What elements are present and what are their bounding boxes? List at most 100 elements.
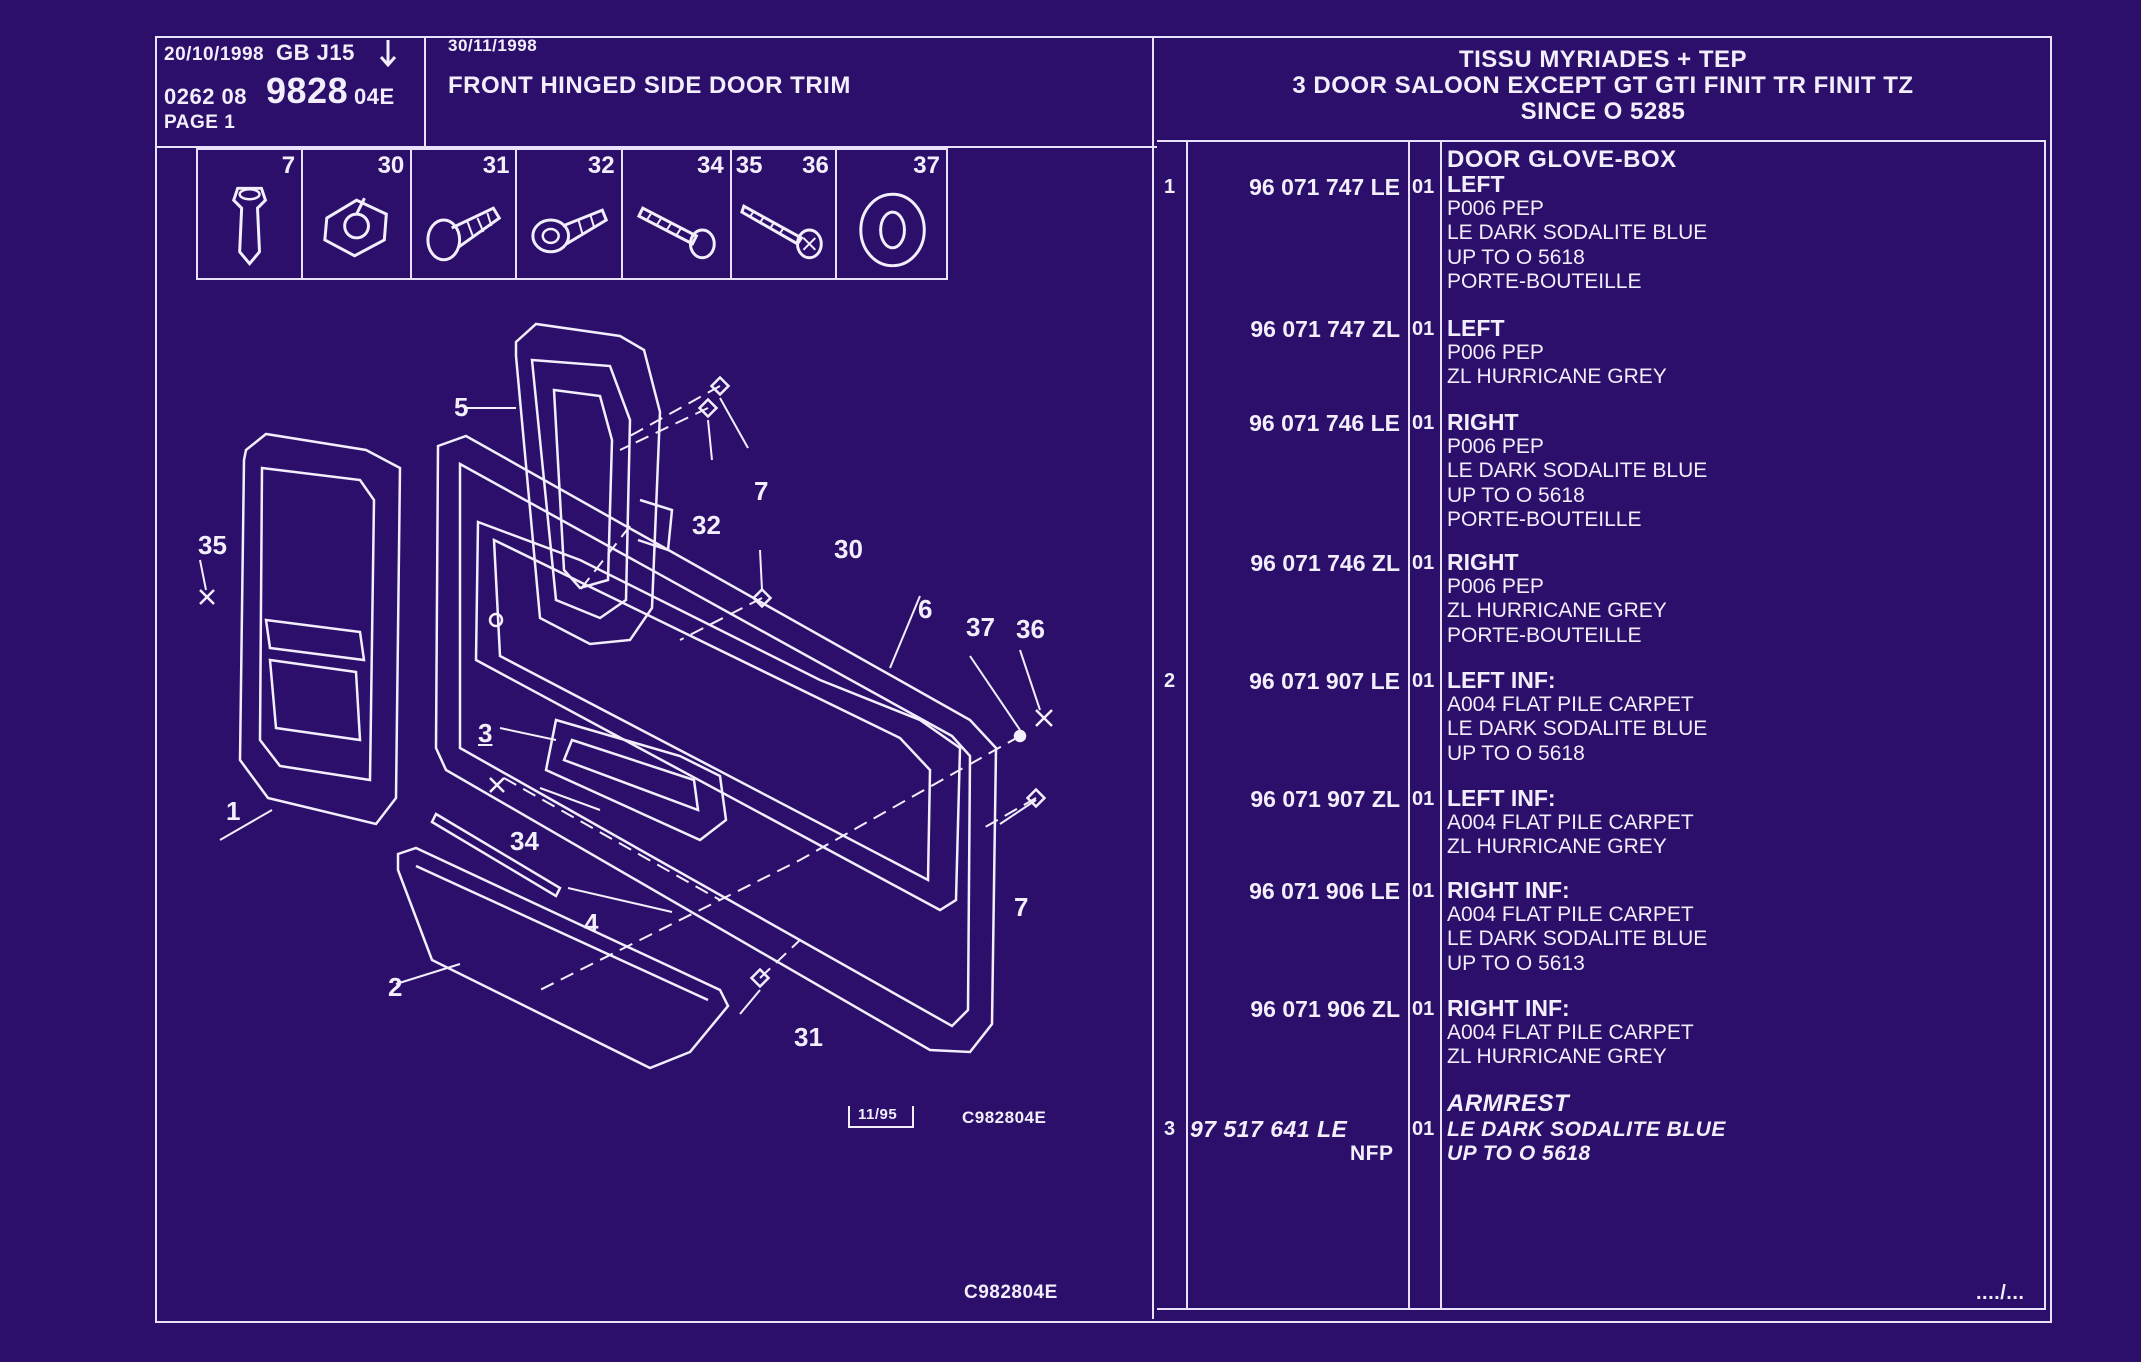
vehicle-line-1: TISSU MYRIADES + TEP bbox=[1458, 46, 1748, 73]
fastener-cell-31[interactable]: 31 bbox=[412, 150, 518, 278]
callout-7-top: 7 bbox=[754, 476, 769, 506]
callout-35: 35 bbox=[198, 530, 227, 560]
ref-number: 2 bbox=[1164, 670, 1176, 692]
vehicle-line-3: SINCE O 5285 bbox=[1520, 98, 1686, 125]
desc-line: A004 FLAT PILE CARPET bbox=[1447, 692, 1694, 716]
fastener-markers bbox=[199, 375, 1053, 989]
fastener-cell-34[interactable]: 34 bbox=[623, 150, 732, 278]
door-trim-exploded-diagram bbox=[199, 322, 1053, 1070]
desc-line: A004 FLAT PILE CARPET bbox=[1447, 1020, 1694, 1044]
fastener-number: 34 bbox=[697, 152, 724, 179]
callout-5: 5 bbox=[454, 392, 469, 422]
desc-line: RIGHT bbox=[1447, 549, 1519, 575]
part-number[interactable]: 96 071 746 ZL bbox=[1250, 550, 1400, 576]
gb-code: GB J15 bbox=[276, 40, 355, 65]
desc-line: LEFT bbox=[1447, 171, 1505, 197]
page-frame bbox=[155, 36, 2052, 1323]
part-description: RIGHT P006 PEP ZL HURRICANE GREY PORTE-B… bbox=[1447, 550, 1667, 648]
callout-31: 31 bbox=[794, 1022, 823, 1052]
desc-line: UP TO O 5618 bbox=[1447, 483, 1585, 507]
part-number[interactable]: 96 071 747 ZL bbox=[1250, 316, 1400, 342]
part-description: RIGHT P006 PEP LE DARK SODALITE BLUE UP … bbox=[1447, 410, 1707, 533]
desc-line: LE DARK SODALITE BLUE bbox=[1447, 459, 1708, 482]
desc-line: RIGHT INF: bbox=[1447, 877, 1570, 903]
quantity: 01 bbox=[1412, 176, 1435, 198]
fastener-number: 7 bbox=[281, 152, 296, 179]
continued-marker: ..../... bbox=[1976, 1282, 2025, 1304]
part-number[interactable]: 96 071 907 ZL bbox=[1250, 786, 1400, 812]
fastener-number: 35 bbox=[735, 152, 763, 179]
armrest-heading: ARMREST bbox=[1447, 1090, 1570, 1117]
part-number[interactable]: 97 517 641 LE bbox=[1190, 1116, 1348, 1142]
ref-number: 3 bbox=[1164, 1118, 1176, 1140]
desc-line: UP TO O 5618 bbox=[1447, 245, 1585, 269]
part-number[interactable]: 96 071 906 LE bbox=[1249, 878, 1400, 904]
fastener-cell-7[interactable]: 7 bbox=[198, 150, 304, 278]
date2: 30/11/1998 bbox=[448, 36, 538, 55]
header-col-divider bbox=[424, 38, 426, 146]
desc-line: PORTE-BOUTEILLE bbox=[1447, 508, 1642, 531]
quantity: 01 bbox=[1412, 318, 1435, 340]
desc-line: ZL HURRICANE GREY bbox=[1447, 365, 1667, 388]
desc-line: RIGHT bbox=[1447, 409, 1519, 435]
diagram-date: 11/95 bbox=[858, 1106, 898, 1123]
date1: 20/10/1998 bbox=[164, 44, 265, 65]
quantity: 01 bbox=[1412, 412, 1435, 434]
fastener-number: 36 bbox=[802, 152, 829, 179]
quantity: 01 bbox=[1412, 1118, 1435, 1140]
vehicle-line-2: 3 DOOR SALOON EXCEPT GT GTI FINIT TR FIN… bbox=[1292, 72, 1914, 99]
callout-2: 2 bbox=[388, 972, 403, 1002]
part-description: LEFT INF: A004 FLAT PILE CARPET ZL HURRI… bbox=[1447, 786, 1694, 860]
fastener-cell-35-36[interactable]: 35 36 bbox=[732, 150, 837, 278]
desc-line: UP TO O 5618 bbox=[1447, 741, 1585, 765]
fastener-cell-30[interactable]: 30 bbox=[303, 150, 413, 278]
leader-lines bbox=[199, 397, 1041, 1015]
desc-line: LE DARK SODALITE BLUE bbox=[1447, 221, 1708, 244]
washer-icon bbox=[859, 192, 926, 268]
desc-line: P006 PEP bbox=[1447, 574, 1544, 598]
armrest-line-1: LE DARK SODALITE BLUE bbox=[1447, 1118, 1726, 1141]
desc-line: ZL HURRICANE GREY bbox=[1447, 835, 1667, 858]
diagram-date-box bbox=[848, 1106, 914, 1128]
callout-37: 37 bbox=[966, 612, 995, 642]
nfp-label: NFP bbox=[1350, 1142, 1394, 1165]
part-number[interactable]: 96 071 906 ZL bbox=[1250, 996, 1400, 1022]
fastener-number: 30 bbox=[377, 152, 405, 179]
desc-line: LEFT bbox=[1447, 315, 1505, 341]
fastener-number: 31 bbox=[482, 152, 510, 179]
part-number[interactable]: 96 071 907 LE bbox=[1249, 668, 1400, 694]
bottom-inner-rule bbox=[1157, 1308, 2046, 1310]
arrow-down-icon bbox=[379, 40, 397, 68]
quantity: 01 bbox=[1412, 788, 1435, 810]
fastener-cell-37[interactable]: 37 bbox=[837, 150, 946, 278]
quantity: 01 bbox=[1412, 670, 1435, 692]
diagram-code-bottom: C982804E bbox=[964, 1282, 1058, 1303]
trim-strip bbox=[430, 812, 562, 898]
desc-line: P006 PEP bbox=[1447, 340, 1544, 364]
desc-line: PORTE-BOUTEILLE bbox=[1447, 623, 1642, 647]
main-col-divider bbox=[1152, 38, 1154, 1319]
part-number[interactable]: 96 071 747 LE bbox=[1249, 174, 1400, 200]
desc-line: LE DARK SODALITE BLUE bbox=[1447, 927, 1708, 950]
quantity: 01 bbox=[1412, 880, 1435, 902]
quantity: 01 bbox=[1412, 552, 1435, 574]
door-handle bbox=[544, 718, 728, 842]
part-description: LEFT P006 PEP LE DARK SODALITE BLUE UP T… bbox=[1447, 172, 1707, 295]
header-divider-left bbox=[157, 146, 1157, 148]
lower-pocket bbox=[396, 846, 730, 1070]
header-divider-right bbox=[1157, 140, 2046, 142]
ref-prefix: 0262 08 bbox=[164, 84, 248, 109]
desc-line: PORTE-BOUTEILLE bbox=[1447, 270, 1642, 293]
ref-number: 1 bbox=[1164, 176, 1176, 198]
part-number[interactable]: 96 071 746 LE bbox=[1249, 410, 1400, 436]
tapping-screw-icon bbox=[636, 206, 716, 260]
washer-screw-icon bbox=[531, 208, 609, 254]
fastener-cell-32[interactable]: 32 bbox=[517, 150, 623, 278]
self-tapping-screw-icon bbox=[739, 203, 823, 260]
quantity: 01 bbox=[1412, 998, 1435, 1020]
right-border bbox=[2044, 140, 2046, 1310]
callout-36: 36 bbox=[1016, 614, 1045, 644]
page-number: PAGE 1 bbox=[164, 112, 236, 133]
desc-line: LE DARK SODALITE BLUE bbox=[1447, 717, 1708, 740]
screw-icon bbox=[426, 206, 502, 262]
